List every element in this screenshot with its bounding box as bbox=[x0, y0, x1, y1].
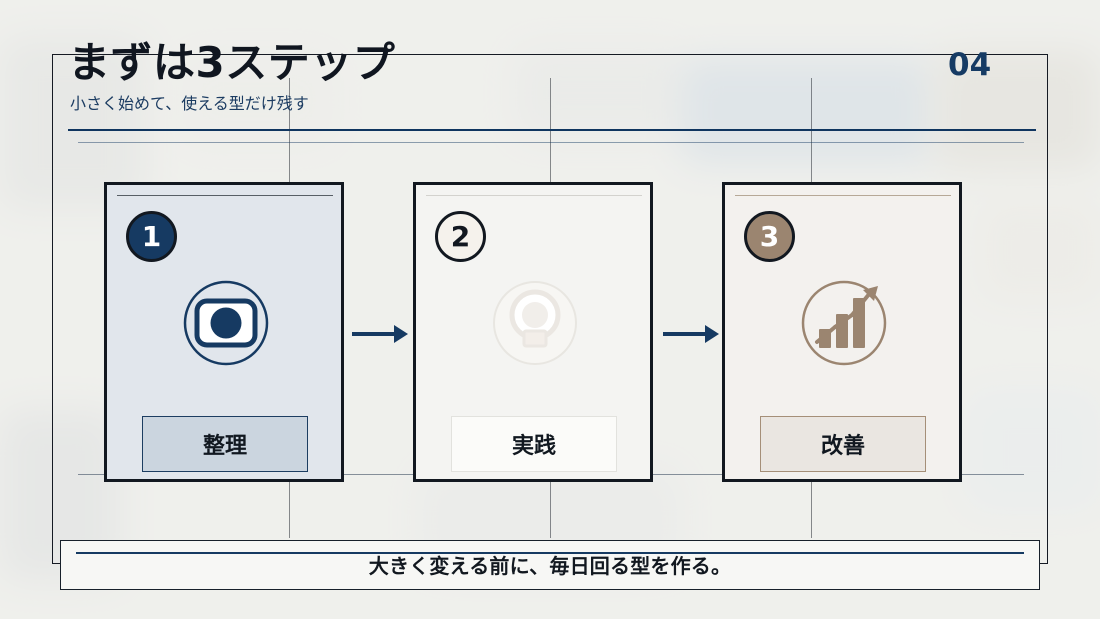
step-number-badge: 1 bbox=[126, 211, 177, 262]
step-card-improve: 3 改善 bbox=[722, 182, 962, 482]
slide-number: 04 bbox=[948, 47, 992, 83]
slide-title: まずは3ステップ bbox=[68, 38, 396, 87]
footer-accent-line bbox=[76, 552, 1024, 554]
slide-subtitle: 小さく始めて、使える型だけ残す bbox=[70, 94, 309, 113]
step-label-organize: 整理 bbox=[142, 416, 308, 472]
header-subrule bbox=[78, 142, 1024, 143]
flow-arrow-icon bbox=[663, 325, 719, 343]
card-top-rule bbox=[426, 195, 642, 196]
organize-icon bbox=[183, 280, 269, 366]
card-top-rule bbox=[735, 195, 951, 196]
step-card-practice: 2 実践 bbox=[413, 182, 653, 482]
step-label-practice: 実践 bbox=[451, 416, 617, 472]
header-rule bbox=[68, 129, 1036, 131]
step-number-badge: 3 bbox=[744, 211, 795, 262]
practice-icon bbox=[493, 281, 577, 365]
card-top-rule bbox=[117, 195, 333, 196]
footer-message-banner: 大きく変える前に、毎日回る型を作る。 bbox=[60, 540, 1040, 590]
improvement-chart-icon bbox=[801, 280, 887, 366]
step-label-improve: 改善 bbox=[760, 416, 926, 472]
footer-message: 大きく変える前に、毎日回る型を作る。 bbox=[368, 554, 732, 578]
flow-arrow-icon bbox=[352, 325, 408, 343]
step-card-organize: 1 整理 bbox=[104, 182, 344, 482]
step-number-badge: 2 bbox=[435, 211, 486, 262]
